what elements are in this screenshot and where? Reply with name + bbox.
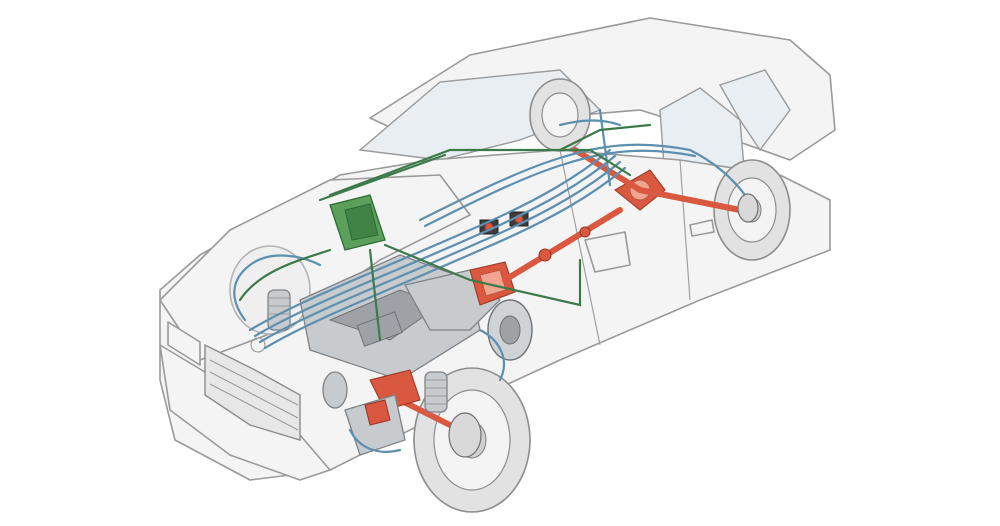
rear-door-handle (689, 219, 715, 237)
headlight (167, 321, 201, 366)
engine-block (299, 254, 501, 381)
hydraulic-lines-green (238, 123, 652, 342)
brake-disc-front (448, 412, 482, 458)
propeller-shaft (502, 207, 623, 283)
door-line (679, 159, 691, 301)
radiator-grille (204, 337, 301, 441)
front-suspension-strut (424, 371, 448, 413)
brake-booster (487, 299, 533, 361)
hydraulic-lines-blue (233, 108, 747, 453)
transmission (469, 261, 516, 306)
side-mirror (584, 231, 631, 273)
rear-quarter-window (718, 69, 791, 152)
hydraulic-accumulator (329, 194, 386, 251)
hydraulic-unit (322, 371, 406, 456)
rear-left-wheel (529, 78, 591, 152)
door-line (559, 149, 601, 346)
brake-disc-rear (737, 193, 759, 223)
hood-ornament-icon (250, 337, 266, 353)
